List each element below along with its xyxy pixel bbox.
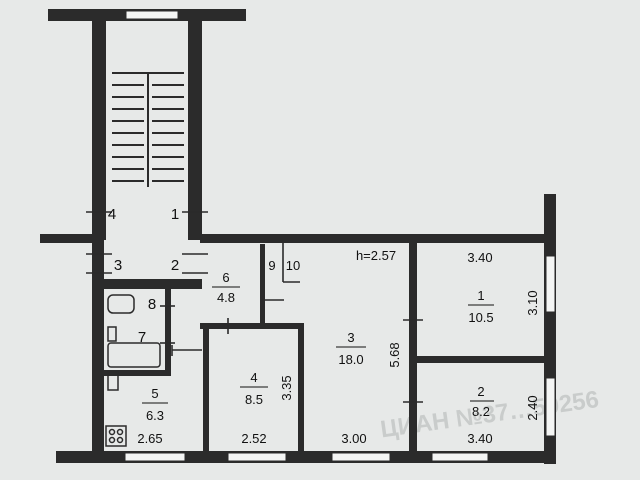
stair-marker-3: 3: [114, 257, 122, 274]
room-6-area: 4.8: [217, 290, 235, 305]
dim-room3-side: 5.68: [387, 342, 402, 367]
room-5-number: 5: [151, 386, 158, 401]
dim-room5-bottom: 2.65: [137, 431, 162, 446]
room-9-number: 9: [268, 258, 275, 273]
labels: 4 1 3 2 h=2.57 1 10.5 2 8.2 3 18.0 4 8.5…: [108, 206, 540, 446]
room-5-area: 6.3: [146, 408, 164, 423]
room-2-area: 8.2: [472, 404, 490, 419]
dim-room4-bottom: 2.52: [241, 431, 266, 446]
room-7-number: 7: [138, 329, 146, 346]
dim-room1-top: 3.40: [467, 250, 492, 265]
stairs: [112, 72, 184, 187]
room-8-number: 8: [148, 296, 156, 313]
ceiling-height: h=2.57: [356, 248, 396, 263]
room-10-number: 10: [286, 258, 300, 273]
room-1-number: 1: [477, 288, 484, 303]
bath-fixtures: [105, 294, 161, 447]
toilet: [107, 294, 135, 314]
stair-marker-1: 1: [171, 206, 179, 223]
dim-room2-bottom: 3.40: [467, 431, 492, 446]
stair-marker-2: 2: [171, 257, 179, 274]
room-4-number: 4: [250, 370, 257, 385]
dim-room2-side: 2.40: [525, 395, 540, 420]
room-1-area: 10.5: [468, 310, 493, 325]
stair-marker-4: 4: [108, 206, 116, 223]
windows: [124, 10, 556, 462]
bathtub: [107, 342, 161, 368]
stove: [105, 425, 127, 447]
room-2-number: 2: [477, 384, 484, 399]
dim-room4-side: 3.35: [279, 375, 294, 400]
room-4-area: 8.5: [245, 392, 263, 407]
room-3-area: 18.0: [338, 352, 363, 367]
room-6-number: 6: [222, 270, 229, 285]
dim-room3-bottom: 3.00: [341, 431, 366, 446]
dim-room1-side: 3.10: [525, 290, 540, 315]
door-marks: [86, 211, 423, 403]
room-3-number: 3: [347, 330, 354, 345]
